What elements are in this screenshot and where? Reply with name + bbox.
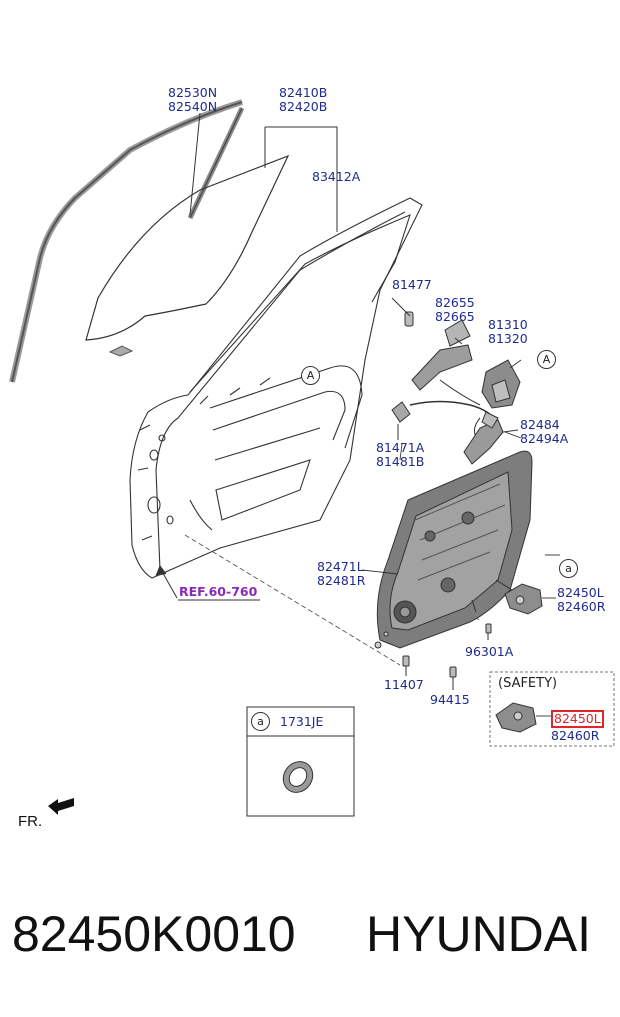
callout-striker: 81471A 81481B [376,440,425,469]
assembly-dash-line [184,534,481,666]
callout-inner-handle: 82484 82494A [520,417,569,446]
front-label: FR. [18,813,43,830]
glass-leaders [189,112,338,232]
callout-bolt-81477: 81477 [392,277,432,292]
inner-handle-part [463,411,519,465]
door-glass [85,154,290,341]
callout-window-motor: 82450L 82460R [557,585,606,614]
plug-detail-box [246,706,355,817]
ref-link[interactable]: REF.60-760 [179,584,258,599]
callout-bolt-11407: 11407 [384,677,424,692]
outer-handle-part [409,319,501,426]
callout-bolt-94415: 94415 [430,692,470,707]
door-frame [129,197,423,579]
glass-run-seal [9,99,245,383]
highlighted-part-number[interactable]: 82450L [551,710,604,728]
circle-marker-A-frame: A [301,366,320,385]
callout-regulator: 82471L 82481R [317,559,366,588]
ref-arrow [155,564,260,601]
safety-title: (SAFETY) [498,676,558,691]
callout-glass-run-seal: 82530N 82540N [168,85,218,114]
safety-box [489,671,615,747]
front-direction-arrow [48,798,74,815]
door-exploded-diagram [9,99,615,817]
callout-outer-handle: 82655 82665 [435,295,475,324]
callout-leaders [361,337,560,599]
callout-latch: 81310 81320 [488,317,528,346]
circle-marker-a: a [559,559,578,578]
box-part-number: 1731JE [280,714,324,729]
screw-parts [402,623,492,690]
door-module-panel [374,450,533,649]
footer-part-number: 82450K0010 [12,906,296,962]
callout-screw-96301: 96301A [465,644,514,659]
bolt-81477-part [391,297,414,327]
callout-door-glass: 82410B 82420B [279,85,328,114]
window-motor-part [504,583,543,615]
callout-glass-sub: 83412A [312,169,361,184]
box-circle-marker: a [251,712,270,731]
circle-marker-A-latch: A [537,350,556,369]
footer-brand: HYUNDAI [366,906,592,962]
striker-part [391,401,411,440]
callout-safety-motor: 82450L 82460R [551,710,604,743]
